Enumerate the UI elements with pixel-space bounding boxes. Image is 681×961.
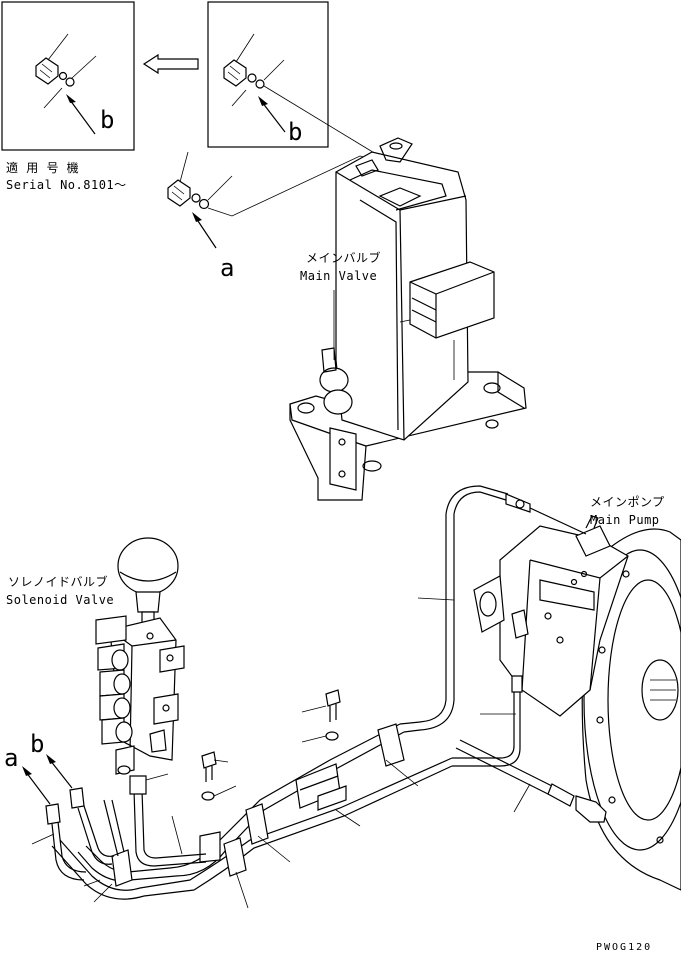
callout-a-top: a bbox=[220, 254, 234, 282]
main-valve bbox=[289, 137, 527, 501]
solenoid-label-en: Solenoid Valve bbox=[6, 593, 114, 607]
callout-b-bottom: b bbox=[30, 730, 44, 758]
inset-left-letter-b: b bbox=[100, 106, 114, 134]
fitting-a bbox=[167, 151, 377, 249]
inset-leader bbox=[263, 85, 377, 155]
inset-left bbox=[1, 1, 135, 151]
callout-a-bottom: a bbox=[4, 744, 18, 772]
drawing-code: PWOG120 bbox=[596, 942, 652, 953]
leader-lines bbox=[31, 597, 531, 909]
hose-routing bbox=[22, 485, 607, 900]
serial-label-en: Serial No.8101～ bbox=[6, 178, 127, 192]
transfer-arrow bbox=[142, 53, 199, 75]
inset-right-letter-b: b bbox=[288, 118, 302, 146]
serial-label-jp: 適 用 号 機 bbox=[6, 160, 79, 175]
bolt-lower bbox=[201, 751, 217, 801]
main-pump-label-en: Main Pump bbox=[590, 513, 660, 527]
inset-right bbox=[207, 1, 329, 148]
solenoid-label-jp: ソレノイドバルブ bbox=[8, 574, 108, 589]
bolt-upper bbox=[325, 689, 341, 741]
main-pump bbox=[473, 515, 681, 891]
solenoid-valve bbox=[95, 537, 185, 775]
main-valve-label-jp: メインバルブ bbox=[306, 250, 381, 265]
main-pump-label-jp: メインポンプ bbox=[590, 495, 665, 509]
main-valve-label-en: Main Valve bbox=[300, 269, 377, 283]
